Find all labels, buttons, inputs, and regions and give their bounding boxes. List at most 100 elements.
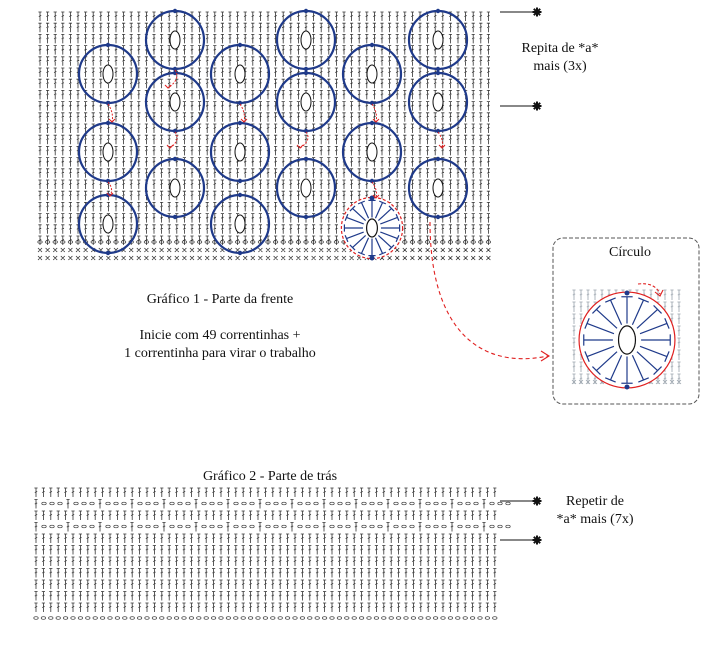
- stitch-top: [379, 200, 387, 205]
- stitch-row: [418, 522, 422, 532]
- circle-motif: [341, 120, 403, 184]
- double-crochet-stitch: [639, 345, 668, 358]
- center-ring: [432, 178, 444, 198]
- chart1-repeat-note-line1: Repita de *a*: [521, 41, 599, 56]
- chain-stitch: [33, 616, 39, 620]
- stitch-row: [38, 45, 490, 55]
- chain-stitch: [60, 240, 66, 244]
- chain-stitch: [285, 616, 291, 620]
- inset-direction-arrow: [637, 283, 661, 295]
- chart1-instruction-line2: 1 correntinha para virar o trabalho: [124, 346, 316, 361]
- chain-stitch: [81, 524, 87, 529]
- arrowhead: [372, 194, 380, 199]
- chain-stitch: [292, 616, 298, 620]
- circle-motif: [209, 192, 271, 256]
- stitch-row: [34, 545, 497, 555]
- stitch-top: [349, 244, 356, 251]
- slip-stitch-dot: [237, 42, 243, 48]
- repeat2-asterisk-bottom: [532, 535, 542, 545]
- chain-stitch: [73, 501, 79, 506]
- circle-motif: [407, 8, 469, 72]
- chain-stitch: [425, 501, 431, 506]
- stitch-top: [584, 351, 590, 362]
- chain-stitch: [240, 616, 246, 620]
- chain-stitch: [185, 524, 191, 529]
- chain-stitch: [505, 501, 511, 506]
- stitch-top: [638, 297, 649, 303]
- chain-stitch: [248, 616, 254, 620]
- chain-stitch: [75, 240, 81, 244]
- slip-stitch-dot: [172, 128, 178, 134]
- chain-stitch: [219, 240, 225, 244]
- chain-stitch: [377, 524, 383, 529]
- chain-stitch: [233, 501, 239, 506]
- chart1-circles: [77, 8, 469, 256]
- repeat-asterisk-bottom: [532, 101, 542, 111]
- chain-stitch: [159, 616, 165, 620]
- chain-stitch: [45, 240, 51, 244]
- slip-stitch-dot: [435, 128, 441, 134]
- chain-stitch: [447, 616, 453, 620]
- connector-arrow: [437, 131, 443, 149]
- chain-stitch: [49, 524, 55, 529]
- double-crochet-stitch: [380, 216, 398, 225]
- chain-stitch: [201, 501, 207, 506]
- chain-stitch: [409, 501, 415, 506]
- slip-stitch-dot: [303, 66, 309, 72]
- chain-stitch: [249, 501, 255, 506]
- center-ring: [102, 64, 114, 84]
- chain-stitch: [55, 616, 61, 620]
- chain-stitch: [63, 616, 69, 620]
- double-crochet-stitch: [636, 351, 658, 372]
- arrowhead: [240, 118, 248, 123]
- slip-stitch-dot: [303, 128, 309, 134]
- single-crochet-row: [37, 255, 491, 261]
- chain-stitch: [311, 240, 317, 244]
- slip-stitch-dot: [237, 178, 243, 184]
- chain-stitch: [485, 240, 491, 244]
- chain-stitch: [288, 240, 294, 244]
- chain-stitch: [85, 616, 91, 620]
- chain-stitch: [242, 240, 248, 244]
- circle-motif: [341, 42, 403, 106]
- slip-stitch-dot: [172, 156, 178, 162]
- chain-stitch: [492, 616, 498, 620]
- repeat-asterisk-top: [532, 7, 542, 17]
- chain-stitch: [57, 524, 63, 529]
- chain-stitch: [297, 524, 303, 529]
- double-crochet-stitch: [346, 231, 364, 240]
- slip-stitch-dot: [624, 290, 630, 296]
- chain-stitch: [166, 240, 172, 244]
- chain-stitch: [433, 524, 439, 529]
- connector-arrow: [107, 103, 113, 123]
- chain-stitch: [92, 616, 98, 620]
- center-ring: [432, 30, 444, 50]
- stitch-row: [194, 499, 198, 509]
- chain-stitch: [361, 524, 367, 529]
- chain-stitch: [497, 524, 503, 529]
- stitch-row: [98, 522, 102, 532]
- chain-stitch: [470, 240, 476, 244]
- chain-stitch: [409, 524, 415, 529]
- chain-stitch: [455, 616, 461, 620]
- chain-stitch: [273, 524, 279, 529]
- chain-stitch: [473, 524, 479, 529]
- slip-stitch-dot: [435, 66, 441, 72]
- stitch-row: [34, 591, 497, 601]
- stitch-row: [34, 510, 497, 520]
- chain-stitch: [329, 616, 335, 620]
- double-crochet-stitch: [377, 234, 392, 248]
- chain-stitch: [457, 524, 463, 529]
- chain-stitch: [250, 240, 256, 244]
- chain-stitch: [90, 240, 96, 244]
- circle-motif: [144, 8, 206, 72]
- chain-stitch: [477, 616, 483, 620]
- chain-stitch: [402, 240, 408, 244]
- chart1-repeat-note-line2: mais (3x): [533, 59, 587, 74]
- chain-stitch: [497, 501, 503, 506]
- slip-stitch-dot: [172, 70, 178, 76]
- chain-stitch: [169, 524, 175, 529]
- chain-stitch: [166, 616, 172, 620]
- circle-motif: [209, 42, 271, 106]
- chain-stitch: [153, 501, 159, 506]
